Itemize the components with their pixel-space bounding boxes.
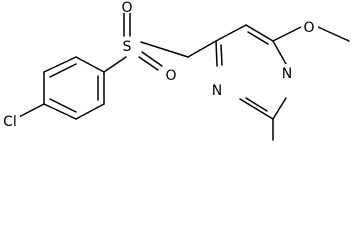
bond-s-o-bottom	[141, 51, 163, 67]
bond	[43, 56, 77, 73]
bond	[245, 24, 274, 42]
bond	[220, 44, 223, 66]
atom-label-n-upper: N	[282, 66, 292, 82]
atom-n-upper: N	[280, 64, 295, 82]
atom-o-top: O	[119, 0, 135, 16]
bond-ring-cl	[16, 103, 45, 119]
bond-s-o-bottom	[138, 56, 159, 71]
atom-label-n-lower: N	[212, 83, 222, 99]
chlorophenyl-ring	[43, 56, 105, 120]
bond	[215, 40, 218, 67]
atom-label-o-top: O	[121, 0, 132, 16]
atom-o-methoxy: O	[301, 18, 318, 36]
bond-ring-o-methoxy	[272, 26, 302, 42]
atom-s: S	[120, 37, 135, 55]
bond	[239, 98, 274, 120]
atom-n-lower: N	[210, 81, 225, 99]
bond-ring-s	[103, 56, 127, 73]
bond	[75, 103, 105, 120]
pyrimidine-ring	[215, 24, 287, 120]
atom-cl: Cl	[2, 112, 20, 130]
bond	[49, 63, 77, 78]
bond	[245, 97, 268, 112]
atom-o-bottom: O	[163, 66, 179, 84]
bond	[43, 103, 77, 120]
atom-label-o-bottom: O	[165, 68, 176, 84]
bond	[272, 97, 287, 120]
atom-label-cl: Cl	[3, 114, 17, 130]
bond	[49, 98, 77, 113]
bond-ch2-ring	[187, 40, 217, 58]
bond	[247, 31, 269, 45]
bond	[272, 40, 287, 65]
atom-label-s: S	[123, 39, 132, 55]
chemical-structure-diagram: Cl S O O N N O	[2, 0, 350, 141]
atom-label-o-methoxy: O	[303, 20, 314, 36]
bond-o-methyl	[317, 26, 350, 42]
bond-s-ch2	[140, 41, 189, 58]
bond	[215, 24, 247, 42]
bond	[75, 56, 105, 73]
